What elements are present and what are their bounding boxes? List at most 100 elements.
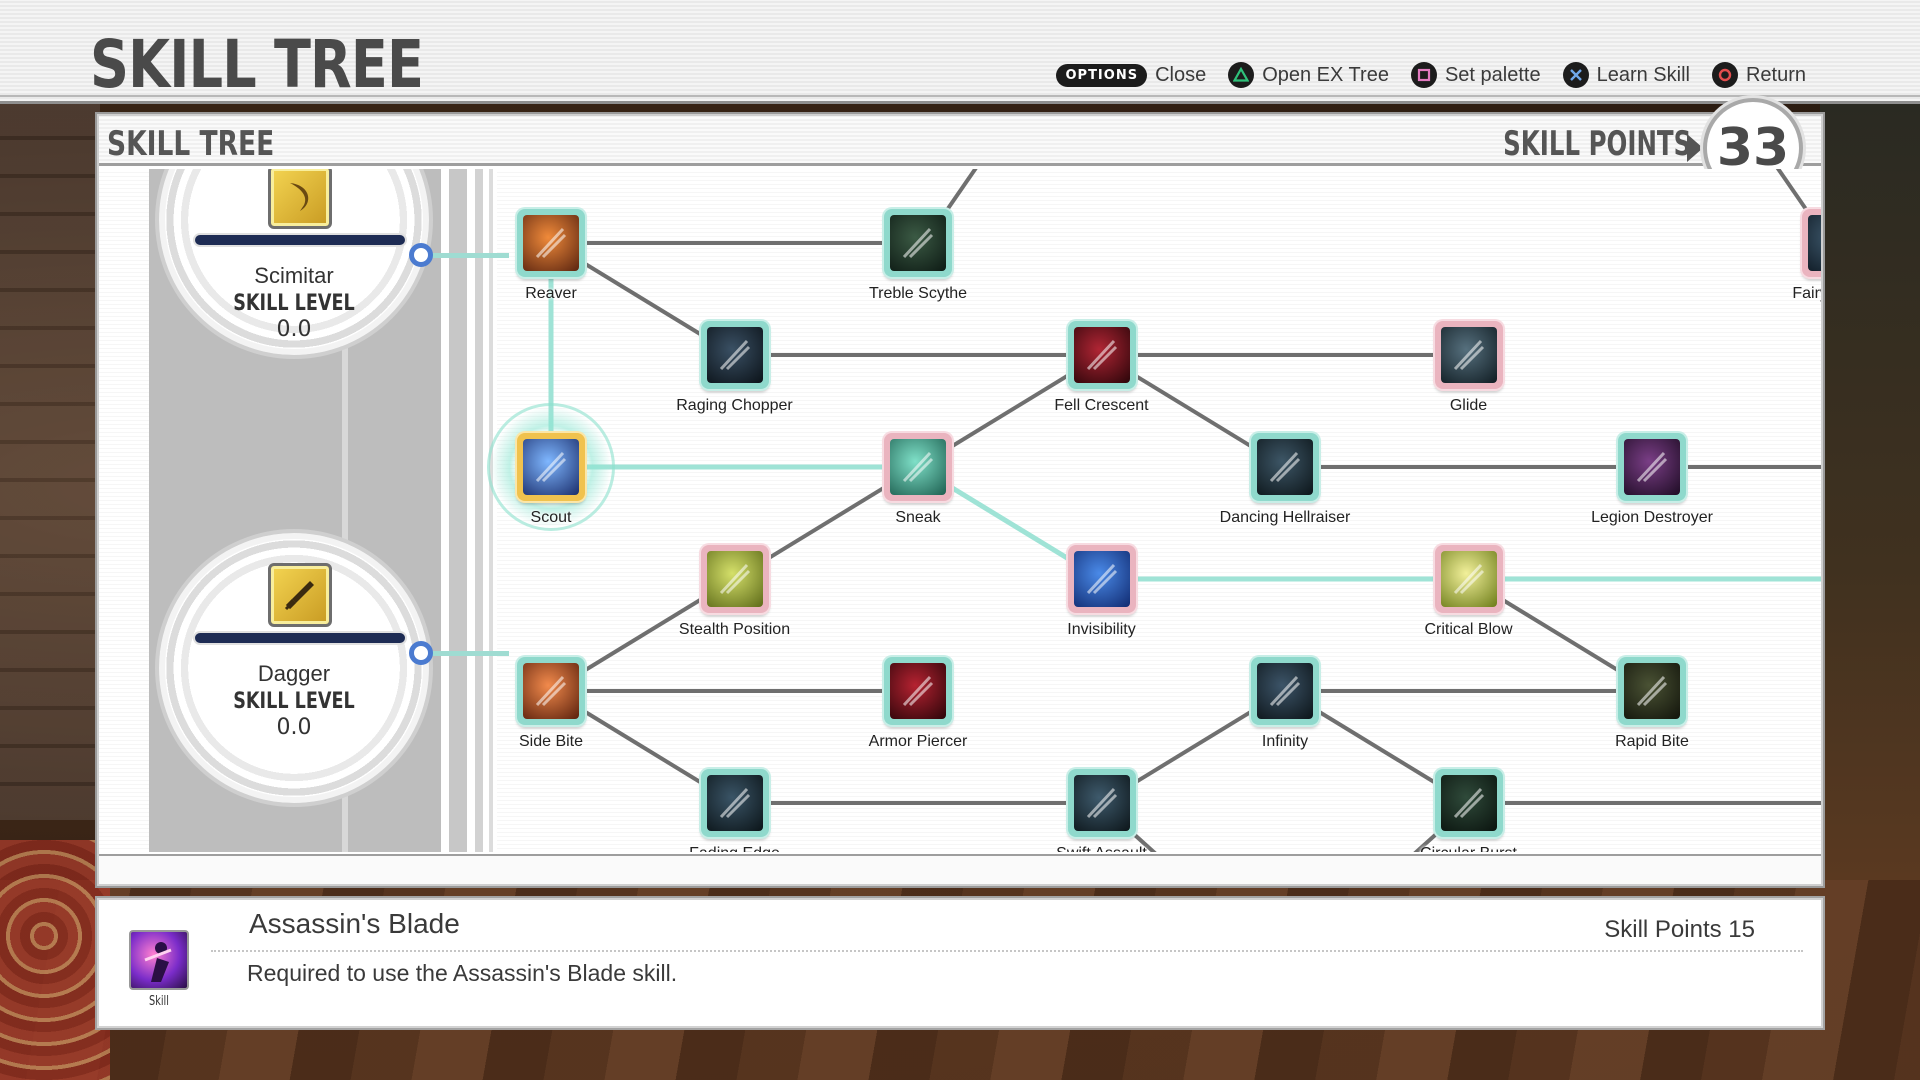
button-prompts: OPTIONS Close Open EX Tree Set palette L… [1046,62,1806,88]
category-name: Scimitar [254,263,334,288]
skill-node-critical-blow[interactable]: Critical Blow [1424,537,1513,645]
skill-node-infinity[interactable]: Infinity [1243,649,1327,757]
category-link-dagger [429,651,509,656]
skill-label: Swift Assault [1000,845,1204,852]
skill-node-raging-chopper[interactable]: Raging Chopper [676,313,793,421]
prompt-open-ex-tree[interactable]: Open EX Tree [1228,62,1389,88]
category-level-label: SKILL LEVEL [233,291,355,316]
skill-node-sneak[interactable]: Sneak [876,425,960,533]
skill-node-stealth-position[interactable]: Stealth Position [679,537,790,645]
skill-label: Legion Destroyer [1591,509,1713,526]
prompt-label: Set palette [1444,63,1541,86]
dagger-slash-icon [523,663,579,719]
skill-label: Reaver [525,285,577,302]
skill-type: Skill [149,994,169,1009]
circle-icon [1711,62,1738,88]
skill-node-rapid-bite[interactable]: Rapid Bite [1610,649,1694,757]
critical-icon [1440,551,1497,607]
category-level-value: 0.0 [276,317,312,342]
skill-label: Dancing Hellraiser [1219,509,1351,526]
skill-node-invisibility[interactable]: Invisibility [1060,537,1144,645]
prompt-label: Open EX Tree [1262,63,1389,86]
skill-node-dancing-hellraiser[interactable]: Dancing Hellraiser [1220,425,1350,533]
triangle-icon [1228,62,1255,88]
skill-label: Raging Chopper [676,397,793,414]
skill-node-side-bite[interactable]: Side Bite [509,649,593,757]
category-level-label: SKILL LEVEL [233,689,355,714]
skill-label: Circular Burst [1367,845,1571,852]
swift-assault-icon [1073,775,1130,831]
stealth-icon [706,551,763,607]
skill-label: Armor Piercer [868,733,968,750]
skill-node-reaver[interactable]: Reaver [509,201,593,309]
panel-header: SKILL TREE SKILL POINTS 33 [99,98,1821,198]
skill-label: Sneak [895,509,941,526]
category-level-bar [195,633,405,643]
skill-label: Fairy Dance [1792,285,1821,302]
skill-label: Fading Edge [633,845,837,852]
assassin-icon [129,930,189,990]
prompt-set-palette[interactable]: Set palette [1410,62,1541,88]
category-knob [409,641,433,665]
hellraiser-icon [1257,439,1313,495]
background-wall [0,100,100,820]
prompt-label: Return [1745,63,1806,86]
legion-icon [1624,439,1680,495]
category-name: Dagger [257,661,331,686]
blade-slash-icon [523,215,579,271]
skill-node-fell-crescent[interactable]: Fell Crescent [1054,313,1149,421]
play-arrow-icon [1687,134,1703,162]
glide-icon [1440,327,1497,383]
category-link-scimitar [429,253,509,258]
piercer-icon [890,663,946,719]
skill-label: Infinity [1261,733,1309,750]
skill-label: Treble Scythe [868,285,968,302]
skill-node-swift-assault[interactable]: Swift Assault [1056,761,1147,852]
dagger-icon [268,563,332,627]
skill-label: Glide [1449,397,1488,414]
category-divider [441,169,497,852]
category-dagger[interactable]: Dagger SKILL LEVEL 0.0 [159,533,429,803]
skill-label: Stealth Position [678,621,791,638]
skill-label: Side Bite [518,733,584,750]
divider [211,950,1803,952]
square-icon [1410,62,1437,88]
category-knob [409,243,433,267]
prompt-close[interactable]: OPTIONS Close [1056,63,1207,87]
skill-node-armor-piercer[interactable]: Armor Piercer [869,649,967,757]
scythe-icon [890,215,946,271]
burst-icon [1440,775,1497,831]
skill-node-treble-scythe[interactable]: Treble Scythe [869,201,967,309]
skill-node-fading-edge[interactable]: Fading Edge [689,761,780,852]
options-button-icon: OPTIONS [1056,63,1148,87]
background-rug [0,840,110,1080]
rapid-bite-icon [1624,663,1680,719]
invisibility-icon [1073,551,1130,607]
skill-node-circular-burst[interactable]: Circular Burst [1420,761,1517,852]
fading-edge-icon [706,775,763,831]
skill-node-legion-destroyer[interactable]: Legion Destroyer [1591,425,1713,533]
tree-area: Scimitar SKILL LEVEL 0.0 Dagger SKILL LE… [99,169,1821,852]
skill-label: Fell Crescent [1054,397,1149,414]
skill-name: Assassin's Blade [249,908,460,939]
skill-node-scout[interactable]: Scout [487,403,615,533]
skill-label: Critical Blow [1424,621,1513,638]
sneak-icon [890,439,946,495]
category-scimitar[interactable]: Scimitar SKILL LEVEL 0.0 [159,169,429,355]
scout-icon [523,439,579,495]
category-connector [342,169,348,852]
prompt-label: Close [1155,63,1207,86]
dance-icon [1807,215,1821,271]
panel-title: SKILL TREE [107,124,275,164]
infinity-icon [1257,663,1313,719]
prompt-return[interactable]: Return [1711,62,1806,88]
skill-points-label: SKILL POINTS [1502,124,1691,164]
skill-node-fairy-dance[interactable]: Fairy Dance [1792,201,1821,309]
panel-footer [99,854,1821,884]
skill-label: Scout [530,509,572,526]
skill-description: Required to use the Assassin's Blade ski… [247,960,678,986]
crescent-icon [1073,327,1130,383]
prompt-label: Learn Skill [1596,63,1690,86]
prompt-learn-skill[interactable]: Learn Skill [1562,62,1690,88]
skill-node-glide[interactable]: Glide [1427,313,1511,421]
